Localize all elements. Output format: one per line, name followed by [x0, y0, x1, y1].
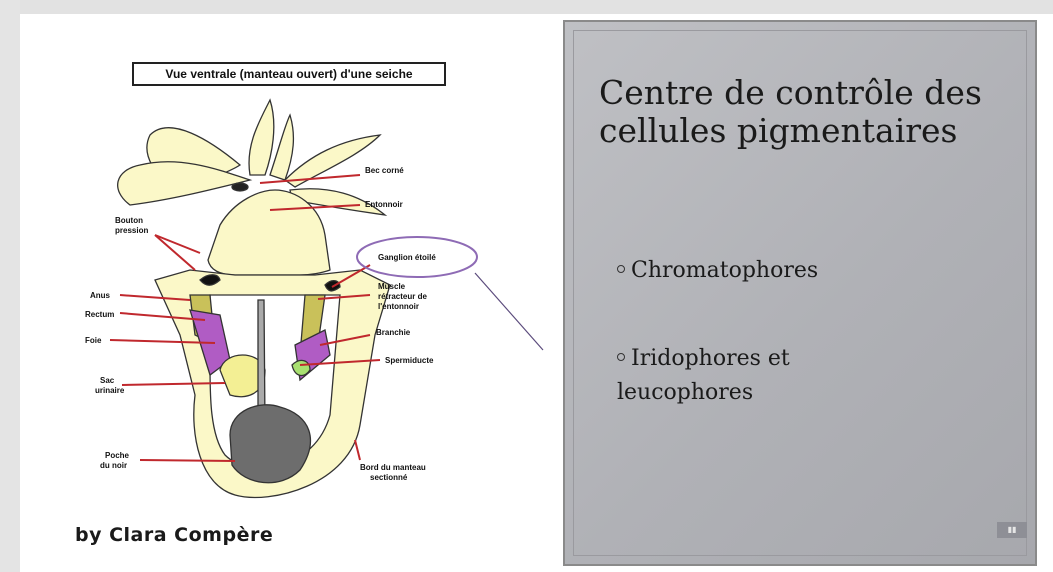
bullet-item: Iridophores et leucophores	[617, 342, 877, 410]
ganglion-pointer-line	[475, 273, 543, 350]
label-muscle-1: Muscle	[378, 282, 406, 291]
label-branchie: Branchie	[376, 328, 411, 337]
label-bord-2: sectionné	[370, 473, 408, 482]
diagram-caption: Vue ventrale (manteau ouvert) d'une seic…	[132, 62, 446, 86]
label-ganglion: Ganglion étoilé	[378, 253, 436, 262]
bullet-marker-icon	[617, 353, 625, 361]
label-bord-1: Bord du manteau	[360, 463, 426, 472]
label-urinaire: urinaire	[95, 386, 125, 395]
label-bouton: Bouton	[115, 216, 143, 225]
bullet-text: Chromatophores	[631, 258, 818, 283]
label-muscle-3: l'entonnoir	[378, 302, 419, 311]
background-strip-left	[0, 0, 20, 572]
label-bec-corne: Bec corné	[365, 166, 404, 175]
label-foie: Foie	[85, 336, 102, 345]
label-sac: Sac	[100, 376, 115, 385]
cuttlefish-diagram: Bec corné Entonnoir Bouton pression Gang…	[60, 95, 560, 525]
label-rectum: Rectum	[85, 310, 114, 319]
label-pression: pression	[115, 226, 148, 235]
label-anus: Anus	[90, 291, 111, 300]
slide-nav-icon[interactable]: ▮▮	[997, 522, 1027, 538]
label-poche: Poche	[105, 451, 130, 460]
author-credit: by Clara Compère	[75, 524, 273, 546]
bullet-marker-icon	[617, 265, 625, 273]
bullet-text: Iridophores et leucophores	[617, 346, 790, 405]
slide-title: Centre de contrôle des cellules pigmenta…	[599, 74, 1019, 150]
background-strip-top	[0, 0, 1053, 14]
bullet-item: Chromatophores	[617, 254, 818, 288]
label-spermiducte: Spermiducte	[385, 356, 434, 365]
label-du-noir: du noir	[100, 461, 127, 470]
slide-text-panel: Centre de contrôle des cellules pigmenta…	[563, 20, 1037, 566]
body-illustration	[155, 183, 390, 497]
label-entonnoir: Entonnoir	[365, 200, 403, 209]
label-muscle-2: rétracteur de	[378, 292, 427, 301]
